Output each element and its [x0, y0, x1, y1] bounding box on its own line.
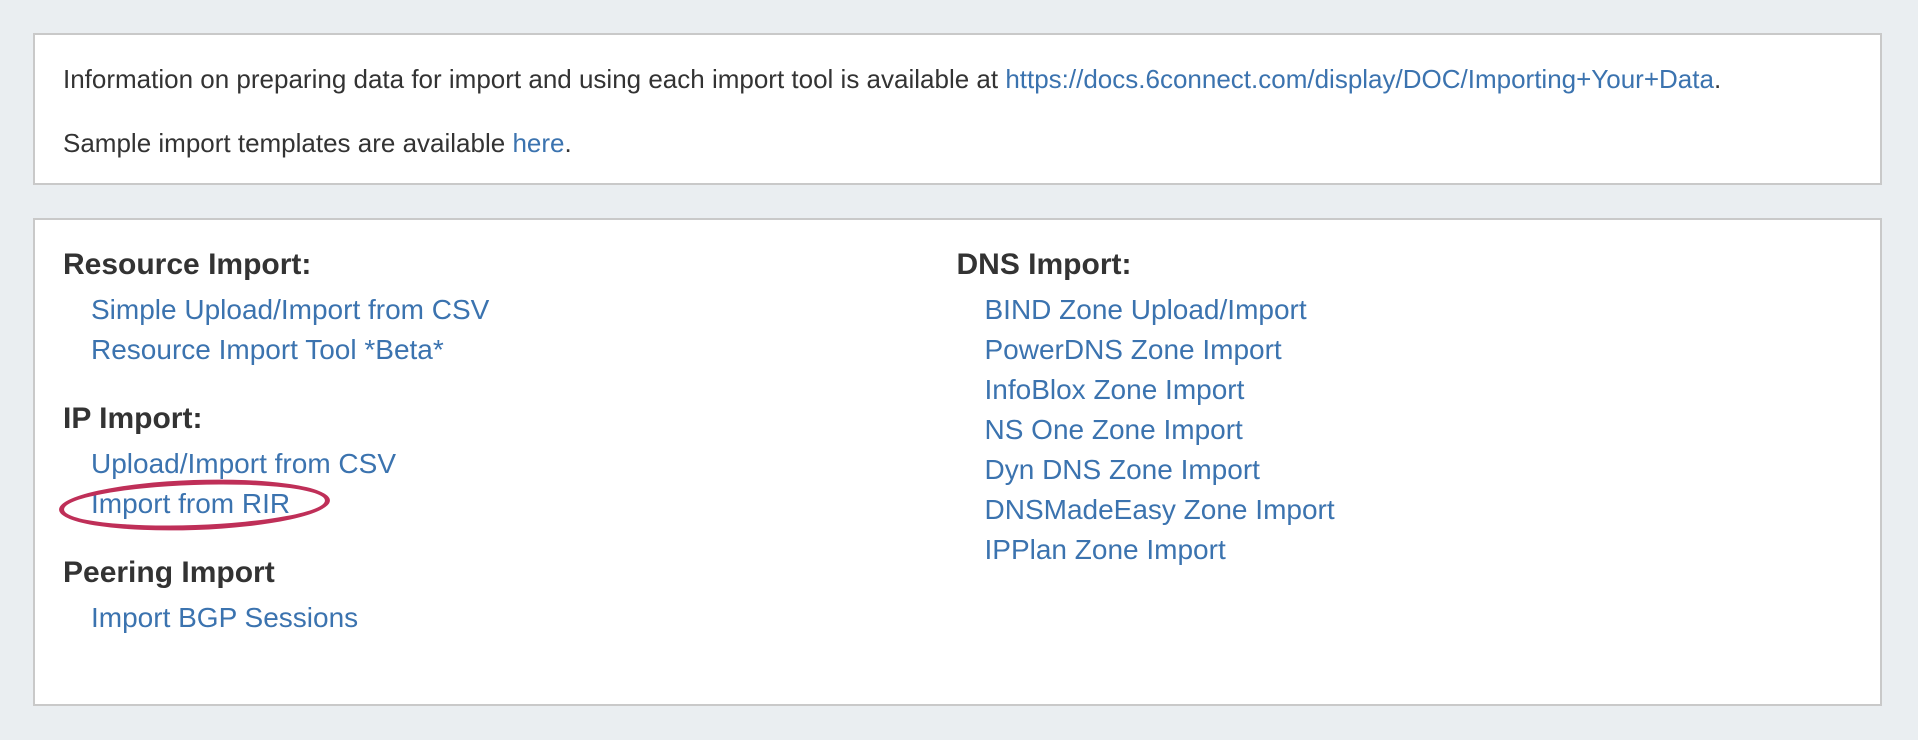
link-resource-import-tool-beta[interactable]: Resource Import Tool *Beta* — [91, 334, 444, 365]
section-heading-resource-import: Resource Import: — [63, 248, 312, 281]
info-line-import-docs: Information on preparing data for import… — [63, 63, 1850, 95]
section-heading-dns-import: DNS Import: — [956, 248, 1132, 281]
link-import-bgp-sessions[interactable]: Import BGP Sessions — [91, 602, 359, 633]
info-line-sample-templates: Sample import templates are available he… — [63, 127, 1850, 159]
link-dnsmadeeasy-zone-import[interactable]: DNSMadeEasy Zone Import — [984, 494, 1335, 525]
peering-import-links: Import BGP Sessions — [63, 598, 957, 638]
link-row: BIND Zone Upload/Import — [985, 290, 1851, 330]
link-powerdns-zone-import[interactable]: PowerDNS Zone Import — [984, 334, 1282, 365]
link-row: Dyn DNS Zone Import — [985, 450, 1851, 490]
info-panel: Information on preparing data for import… — [33, 33, 1882, 185]
info-text: Sample import templates are available — [63, 128, 513, 158]
link-row: Import from RIR — [58, 475, 957, 535]
dns-import-links: BIND Zone Upload/Import PowerDNS Zone Im… — [957, 290, 1851, 570]
docs-url-link[interactable]: https://docs.6connect.com/display/DOC/Im… — [1005, 64, 1714, 94]
link-infoblox-zone-import[interactable]: InfoBlox Zone Import — [984, 374, 1245, 405]
info-text-period: . — [564, 128, 572, 158]
link-row: Simple Upload/Import from CSV — [91, 290, 957, 330]
import-left-column: Resource Import: Simple Upload/Import fr… — [58, 248, 957, 638]
import-panel: Resource Import: Simple Upload/Import fr… — [33, 218, 1882, 706]
info-text-period: . — [1713, 64, 1722, 94]
link-upload-import-from-csv[interactable]: Upload/Import from CSV — [91, 448, 396, 479]
link-row: PowerDNS Zone Import — [985, 330, 1851, 370]
here-link[interactable]: here — [512, 128, 565, 158]
section-heading-peering-import: Peering Import — [63, 556, 275, 589]
resource-import-links: Simple Upload/Import from CSV Resource I… — [63, 290, 957, 370]
link-row: InfoBlox Zone Import — [985, 370, 1851, 410]
link-row: IPPlan Zone Import — [985, 530, 1851, 570]
link-row: NS One Zone Import — [985, 410, 1851, 450]
link-row: Import BGP Sessions — [91, 598, 957, 638]
link-row: Upload/Import from CSV — [91, 444, 957, 484]
link-ns-one-zone-import[interactable]: NS One Zone Import — [984, 414, 1243, 445]
link-bind-zone-upload-import[interactable]: BIND Zone Upload/Import — [984, 294, 1307, 325]
section-heading-ip-import: IP Import: — [63, 402, 203, 435]
link-row: DNSMadeEasy Zone Import — [985, 490, 1851, 530]
info-text: Information on preparing data for import… — [63, 64, 1006, 94]
link-simple-upload-import-from-csv[interactable]: Simple Upload/Import from CSV — [91, 294, 490, 325]
annotation-ellipse-wrap: Import from RIR — [58, 475, 331, 535]
link-row: Resource Import Tool *Beta* — [91, 330, 957, 370]
import-right-column: DNS Import: BIND Zone Upload/Import Powe… — [957, 248, 1851, 638]
ip-import-links: Upload/Import from CSV Import from RIR — [58, 444, 957, 535]
link-import-from-rir[interactable]: Import from RIR — [91, 488, 291, 519]
link-dyn-dns-zone-import[interactable]: Dyn DNS Zone Import — [984, 454, 1260, 485]
link-ipplan-zone-import[interactable]: IPPlan Zone Import — [984, 534, 1226, 565]
